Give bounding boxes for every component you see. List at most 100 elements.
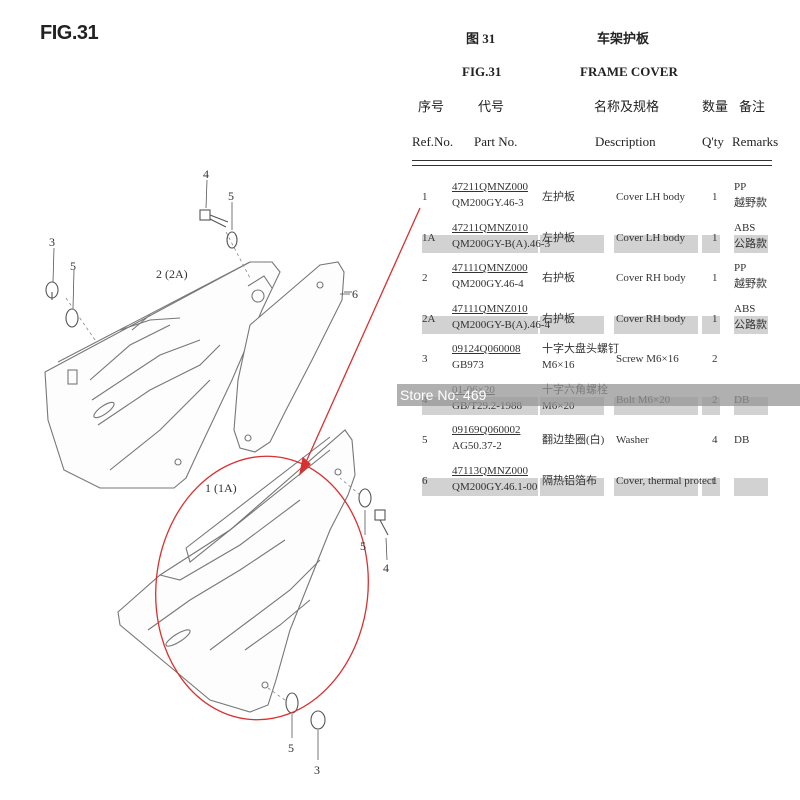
part-no-secondary: GB973 [452,359,484,371]
table-rule-top [412,160,772,161]
remarks-secondary: 公路款 [734,237,767,250]
assembly-lines [65,231,361,701]
ref-no: 1A [422,231,436,244]
screw-bottom [310,710,326,730]
col-header-qty-cn: 数量 [702,99,729,114]
col-header-desc-en: Description [595,134,656,149]
row-shade [540,234,604,253]
col-header-ref-en: Ref.No. [412,134,454,149]
part-no-primary: 47211QMNZ000 [452,181,528,193]
row-shade [734,234,768,253]
cn-figure-number: 图 31 [466,31,496,46]
table-rule-bottom [412,165,772,166]
desc-cn: 翻边垫圈(白) [542,434,605,446]
row-shade [614,234,698,253]
highlight-pointer [305,207,421,463]
desc-cn: 隔热铝箔布 [542,474,597,487]
callout-3-top: 3 [49,235,55,249]
qty: 1 [712,474,718,487]
fastener-parts [45,209,389,730]
part-no-secondary: AG50.37-2 [452,440,502,452]
row-shade [734,477,768,496]
row-shade [540,315,604,334]
col-header-remarks-en: Remarks [732,134,779,149]
callout-1-1a: 1 (1A) [205,481,237,495]
cn-figure-title: 车架护板 [597,31,650,46]
qty: 1 [712,272,718,284]
en-figure-number: FIG.31 [462,64,502,79]
pointer-arrowhead [298,456,311,476]
callout-5-top: 5 [228,189,234,203]
heat-shield-drawing [233,261,352,453]
callout-4-right: 4 [383,561,389,575]
row-shade [614,315,698,334]
part-no-secondary: QM200GY.46.1-00 [452,480,538,493]
desc-en: Cover LH body [616,191,686,203]
washer-right [358,488,372,508]
callout-3-bottom: 3 [314,763,320,777]
desc-cn: 右护板 [542,312,575,325]
part-no-primary: 09169Q060002 [452,424,521,436]
part-no-primary: 47211QMNZ010 [452,221,528,234]
ref-no: 2A [422,312,436,325]
en-figure-title: FRAME COVER [580,64,678,79]
callout-4-top: 4 [203,167,209,181]
col-header-qty-en: Q'ty [702,134,724,149]
highlight-callout [155,207,421,721]
figure-label: FIG.31 [40,22,99,44]
col-header-ref-cn: 序号 [418,99,445,114]
qty: 1 [712,312,718,325]
store-watermark: Store No: 469 [397,384,800,406]
row-shade [702,315,720,334]
remarks-secondary: 越野款 [734,278,767,290]
row-shade [540,477,604,496]
qty: 4 [712,434,718,446]
row-shade [734,315,768,334]
part-no-primary: 47111QMNZ010 [452,302,528,315]
row-shade [422,477,538,496]
washer-top [226,231,238,249]
right-cover-drawing [44,261,281,489]
remarks-secondary: 越野款 [734,197,767,209]
col-header-remarks-cn: 备注 [739,99,766,114]
part-no-primary: 09124Q060008 [452,343,521,355]
row-shade [614,477,698,496]
remarks-primary: PP [734,181,747,193]
ref-no: 6 [422,474,428,487]
callout-5-top-left: 5 [70,259,76,273]
desc-en: Washer [616,434,649,446]
callout-5-right: 5 [360,539,366,553]
remarks-secondary: 公路款 [734,318,767,331]
row-shade [422,315,538,334]
callout-leaders [52,179,388,760]
qty: 1 [712,231,718,244]
desc-en: Cover RH body [616,312,686,325]
bolt-top-head [199,209,211,221]
ref-no: 2 [422,272,428,284]
desc-cn: 右护板 [542,272,575,284]
col-header-desc-cn: 名称及规格 [594,99,660,114]
part-no-primary: 47111QMNZ000 [452,262,528,274]
part-no-secondary: QM200GY.46-3 [452,197,524,209]
remarks-primary: DB [734,434,750,446]
remarks-primary: PP [734,262,747,274]
desc-cn: 十字大盘头螺钉 [542,343,619,355]
col-header-part-en: Part No. [474,134,518,149]
col-header-part-cn: 代号 [478,99,505,114]
row-shade [702,477,720,496]
ref-no: 5 [422,434,428,446]
remarks-primary: ABS [734,221,756,234]
part-no-secondary: QM200GY-B(A).46-3 [452,237,551,250]
callout-5-bottom: 5 [288,741,294,755]
part-no-primary: 47113QMNZ000 [452,464,528,477]
desc-cn: 左护板 [542,231,575,244]
desc-en: Screw M6×16 [616,353,679,365]
desc-cn: 左护板 [542,191,575,203]
ref-no: 3 [422,353,428,365]
